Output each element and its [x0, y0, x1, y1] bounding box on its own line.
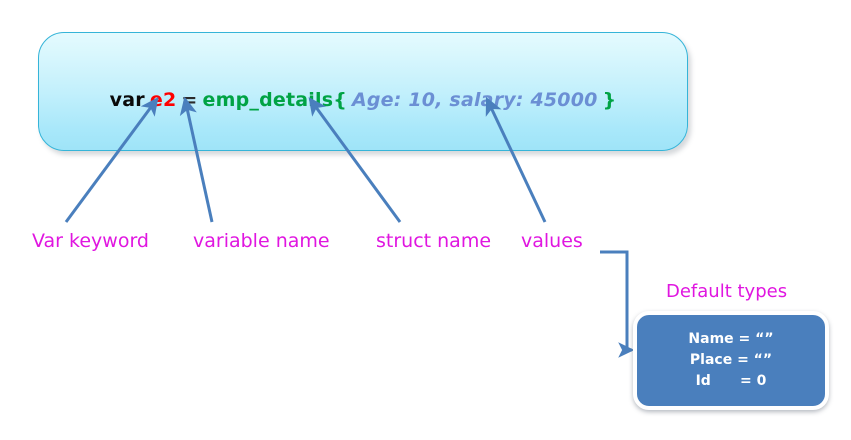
- code-token-keyword: var: [109, 89, 145, 111]
- default-types-box: Name = “” Place = “” Id = 0: [633, 311, 829, 410]
- code-token-struct-name: emp_details: [202, 89, 334, 111]
- code-token-fields: Age: 10, salary: 45000: [351, 89, 598, 111]
- code-token-open-brace: {: [333, 89, 347, 111]
- connector-values-to-default-types: [600, 250, 635, 358]
- default-types-heading: Default types: [666, 281, 788, 302]
- callout-label-var-keyword: Var keyword: [32, 230, 149, 252]
- code-token-close-brace: }: [602, 89, 617, 111]
- code-token-assign: =: [181, 89, 198, 111]
- code-token-variable-name: e2: [149, 89, 177, 111]
- default-types-row-name: Name = “”: [688, 331, 774, 347]
- default-types-row-id: Id = 0: [695, 373, 767, 389]
- callout-label-variable-name: variable name: [193, 230, 330, 252]
- default-types-list: Name = “” Place = “” Id = 0: [637, 329, 825, 392]
- callout-label-values: values: [521, 230, 583, 252]
- callout-label-struct-name: struct name: [376, 230, 492, 252]
- default-types-row-place: Place = “”: [689, 352, 773, 368]
